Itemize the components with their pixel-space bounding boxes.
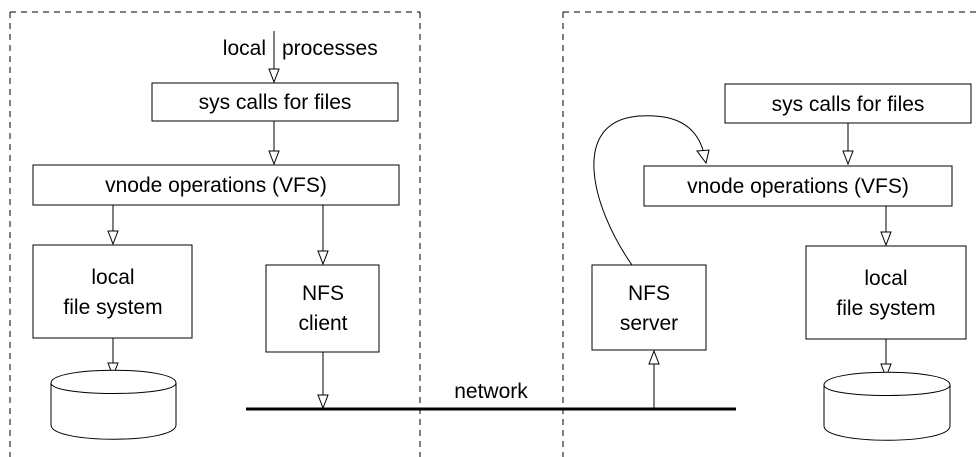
right-syscalls-label: sys calls for files [772, 93, 925, 116]
left-host-boundary [9, 11, 421, 457]
left-localfs-to-disk-arrow [107, 338, 119, 378]
left-syscalls-label: sys calls for files [199, 91, 352, 114]
right-vfs-to-localfs-arrow [880, 206, 892, 247]
nfs-server-to-vfs-curved-arrow [593, 115, 710, 266]
left-vfs-box [32, 164, 400, 206]
right-syscalls-to-vfs-arrow [842, 123, 854, 166]
left-vfs-to-localfs-arrow [107, 205, 119, 246]
left-syscalls-to-vfs-arrow [268, 121, 280, 166]
right-localfs-box [805, 245, 967, 340]
left-vfs-label: vnode operations (VFS) [105, 174, 327, 197]
nfs-client-box [265, 264, 380, 353]
processes-to-syscalls-arrow [268, 31, 280, 84]
right-disk-icon [823, 371, 951, 441]
right-localfs-line2: file system [836, 297, 935, 320]
right-host-boundary [562, 11, 978, 457]
local-label: local [223, 37, 266, 60]
processes-label: processes [282, 37, 378, 60]
nfs-client-line2: client [298, 312, 347, 335]
nfs-server-line2: server [620, 312, 678, 335]
right-vfs-box [643, 165, 953, 207]
nfs-client-to-network-arrow [317, 352, 329, 410]
left-syscalls-box [151, 82, 399, 122]
left-localfs-line1: local [91, 266, 134, 289]
right-syscalls-box [724, 83, 972, 124]
right-localfs-line1: local [864, 267, 907, 290]
network-to-nfs-server-arrow [648, 349, 660, 409]
left-localfs-line2: file system [63, 296, 162, 319]
right-localfs-to-disk-arrow [880, 339, 892, 379]
nfs-client-line1: NFS [302, 282, 344, 305]
network-label: network [454, 380, 528, 403]
left-localfs-box [32, 244, 193, 339]
right-vfs-label: vnode operations (VFS) [687, 175, 909, 198]
nfs-server-line1: NFS [628, 282, 670, 305]
left-disk-icon [50, 369, 177, 440]
nfs-server-box [591, 264, 707, 351]
left-vfs-to-nfs-client-arrow [317, 205, 329, 266]
